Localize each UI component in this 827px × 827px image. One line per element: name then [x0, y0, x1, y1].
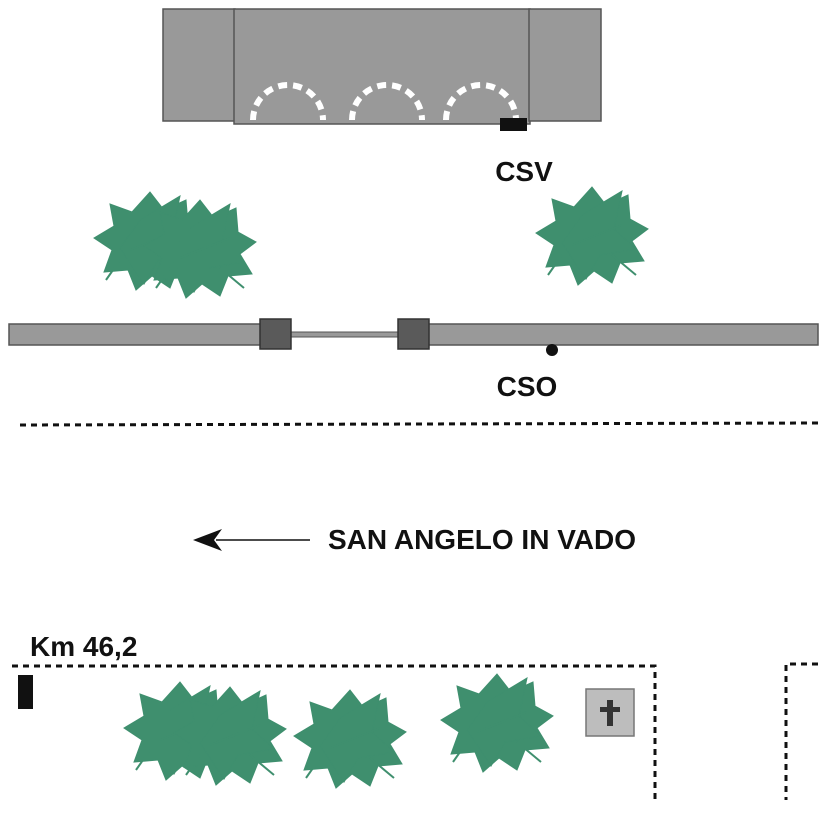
building [162, 8, 602, 125]
road-segment-right [425, 323, 819, 346]
arch-3 [443, 82, 519, 121]
arch-1 [250, 82, 326, 121]
cso-sensor [546, 344, 558, 356]
dotted-boundary-lower-left [12, 664, 657, 800]
csv-sensor [500, 118, 527, 131]
km-marker-post [18, 675, 33, 709]
direction-label: SAN ANGELO IN VADO [328, 524, 636, 555]
building-right-wing [528, 8, 602, 122]
road [8, 318, 819, 350]
arrow-left-icon [193, 529, 310, 551]
chapel [585, 688, 635, 737]
tree-upper-left-2 [143, 199, 257, 299]
cso-label: CSO [497, 371, 558, 402]
road-segment-left [8, 323, 264, 346]
gate-post-left [259, 318, 292, 350]
csv-label: CSV [495, 156, 553, 187]
gate-post-right [397, 318, 430, 350]
arch-2 [349, 82, 425, 121]
building-center [233, 8, 531, 125]
gate-bar [288, 331, 401, 338]
km-marker-label: Km 46,2 [30, 631, 137, 662]
dotted-boundary-lower-right [784, 662, 818, 800]
building-left-wing [162, 8, 236, 122]
tree-lower-3 [293, 689, 407, 789]
tree-lower-4 [440, 673, 554, 773]
dotted-boundary-upper [19, 421, 819, 427]
cross-icon [600, 700, 620, 726]
tree-upper-right [535, 186, 649, 286]
